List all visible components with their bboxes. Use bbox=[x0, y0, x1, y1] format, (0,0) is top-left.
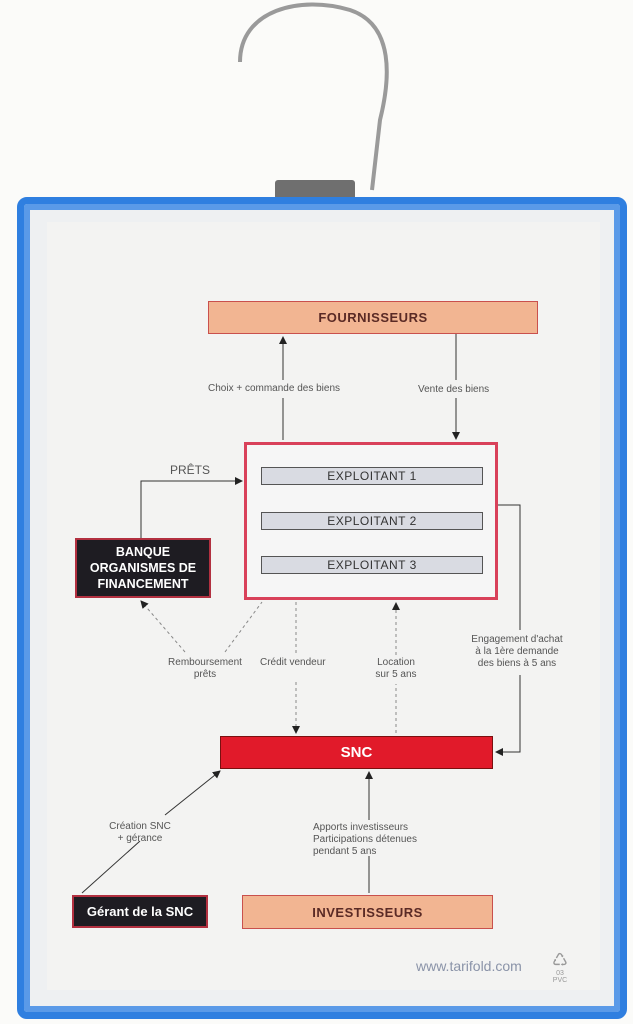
apports-line-2: Participations détenues bbox=[313, 834, 417, 845]
snc-box: SNC bbox=[220, 736, 493, 769]
location-line-1: Location bbox=[377, 657, 415, 668]
banque-line-2: ORGANISMES DE bbox=[89, 561, 197, 575]
gerant-box: Gérant de la SNC bbox=[72, 895, 208, 928]
apports-line-3: pendant 5 ans bbox=[313, 846, 377, 857]
engagement-line-1: Engagement d'achat bbox=[471, 634, 563, 645]
recycle-material: PVC bbox=[552, 977, 568, 984]
label-credit: Crédit vendeur bbox=[260, 657, 326, 668]
banque-line-1: BANQUE bbox=[115, 545, 171, 559]
recycle-code: 03 bbox=[556, 970, 564, 977]
label-choix: Choix + commande des biens bbox=[208, 383, 341, 394]
creation-line-2: + gérance bbox=[117, 833, 163, 844]
remboursement-line-1: Remboursement bbox=[168, 657, 242, 668]
banque-box: BANQUE ORGANISMES DE FINANCEMENT bbox=[75, 538, 211, 598]
remboursement-line-2: prêts bbox=[193, 669, 217, 680]
exploitant-2-box: EXPLOITANT 2 bbox=[261, 512, 483, 530]
document-paper bbox=[47, 222, 600, 990]
location-line-2: sur 5 ans bbox=[375, 669, 417, 680]
recycle-icon: ♺ 03 PVC bbox=[545, 950, 575, 988]
engagement-line-3: des biens à 5 ans bbox=[477, 658, 557, 669]
banque-line-3: FINANCEMENT bbox=[97, 577, 189, 591]
creation-line-1: Création SNC bbox=[109, 821, 171, 832]
apports-line-1: Apports investisseurs bbox=[313, 822, 409, 833]
label-prets: PRÊTS bbox=[170, 463, 211, 477]
fournisseurs-box: FOURNISSEURS bbox=[208, 301, 538, 334]
website-text: www.tarifold.com bbox=[416, 958, 522, 974]
label-vente: Vente des biens bbox=[418, 384, 490, 395]
label-creation: Création SNC+ gérance bbox=[100, 821, 180, 845]
exploitant-1-box: EXPLOITANT 1 bbox=[261, 467, 483, 485]
exploitant-3-box: EXPLOITANT 3 bbox=[261, 556, 483, 574]
investisseurs-box: INVESTISSEURS bbox=[242, 895, 493, 929]
engagement-line-2: à la 1ère demande bbox=[475, 646, 559, 657]
